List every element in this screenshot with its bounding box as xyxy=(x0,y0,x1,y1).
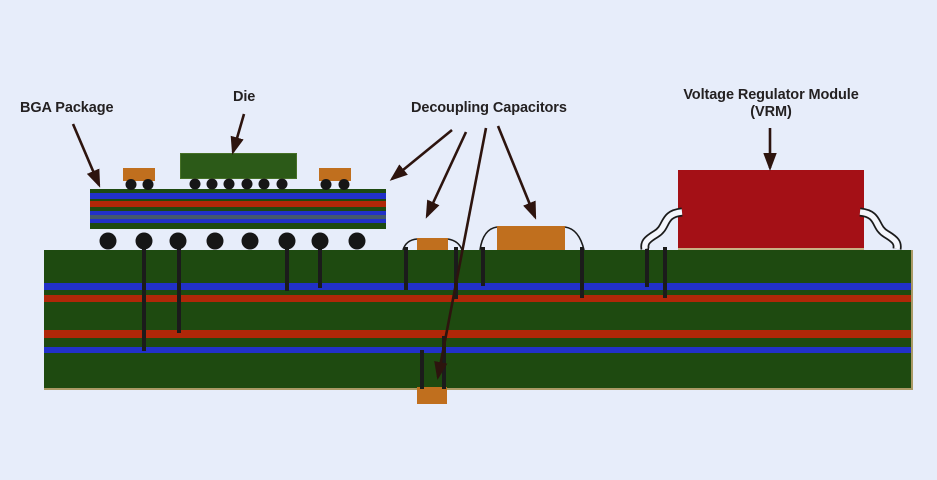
bga-package-label: BGA Package xyxy=(20,100,114,116)
board-capacitor-large xyxy=(497,226,565,250)
die-label: Die xyxy=(233,89,256,105)
annotation-arrow xyxy=(425,131,468,219)
die-bump xyxy=(276,178,288,190)
capacitor-bump xyxy=(142,179,154,190)
package-layer-blue-1 xyxy=(90,193,386,199)
vrm-lead xyxy=(642,209,683,250)
package-layer-red xyxy=(90,201,386,207)
vrm-label-line2: (VRM) xyxy=(750,104,792,120)
capacitor-bump xyxy=(338,179,350,190)
die-bump xyxy=(206,178,218,190)
bga-solder-ball xyxy=(206,232,224,250)
capacitor-bump xyxy=(125,179,137,190)
decoupling-capacitors-label: Decoupling Capacitors xyxy=(411,100,567,116)
package-capacitor-right xyxy=(319,168,351,181)
bga-solder-ball xyxy=(99,232,117,250)
annotation-arrow xyxy=(71,123,101,188)
bga-solder-ball xyxy=(169,232,187,250)
board-capacitor-small xyxy=(417,238,448,250)
annotation-arrow xyxy=(496,125,537,220)
pcb-layer-blue-2 xyxy=(44,347,911,353)
die-bump xyxy=(258,178,270,190)
vrm-component xyxy=(678,170,864,250)
die-bump xyxy=(189,178,201,190)
solder-fillet xyxy=(402,238,418,251)
bga-solder-ball xyxy=(135,232,153,250)
package-layer-blue-2 xyxy=(90,211,386,215)
bga-solder-ball xyxy=(278,232,296,250)
solder-fillet xyxy=(564,226,585,251)
package-layer-slate xyxy=(90,215,386,219)
bga-solder-ball xyxy=(348,232,366,250)
pcb-board xyxy=(44,250,913,390)
die-bump xyxy=(223,178,235,190)
package-layer-blue-3 xyxy=(90,219,386,223)
pcb-layer-red-2 xyxy=(44,330,911,338)
solder-fillet xyxy=(479,226,498,251)
vrm-label: Voltage Regulator Module (VRM) xyxy=(660,87,882,121)
annotation-arrow xyxy=(389,128,453,181)
bga-solder-ball xyxy=(241,232,259,250)
vrm-lead xyxy=(859,209,900,250)
bga-solder-ball xyxy=(311,232,329,250)
vrm-label-line1: Voltage Regulator Module xyxy=(683,87,859,103)
annotation-arrow xyxy=(230,113,246,155)
bottom-side-capacitor xyxy=(417,387,447,404)
pcb-layer-red-1 xyxy=(44,295,911,302)
pcb-layer-blue-1 xyxy=(44,283,911,290)
bga-package-substrate xyxy=(90,189,386,229)
annotation-arrow xyxy=(434,127,488,380)
capacitor-bump xyxy=(320,179,332,190)
die-bump xyxy=(241,178,253,190)
solder-fillet xyxy=(447,238,463,251)
package-capacitor-left xyxy=(123,168,155,181)
